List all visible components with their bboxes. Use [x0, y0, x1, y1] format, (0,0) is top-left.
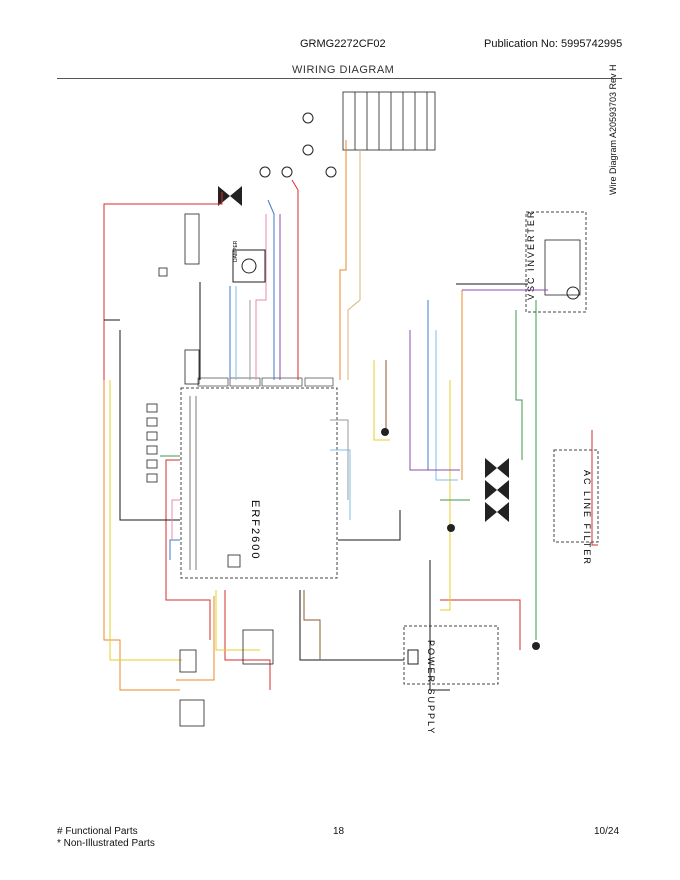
- ac-line-filter: AC LINE FILTER: [553, 449, 599, 566]
- power-supply-label: POWER SUPPLY: [426, 640, 436, 735]
- page-title: WIRING DIAGRAM: [292, 64, 395, 76]
- non-illustrated-note: * Non-Illustrated Parts: [57, 838, 155, 849]
- model-number: GRMG2272CF02: [300, 38, 386, 50]
- damper-label: DAMPER: [233, 240, 239, 262]
- wiring-diagram: ERF2600 VSC INVERTER AC LINE FILTER POWE…: [103, 91, 599, 735]
- ac-line-filter-label: AC LINE FILTER: [582, 470, 592, 566]
- valve-symbols: [218, 186, 509, 522]
- wires-orange: [103, 140, 463, 691]
- wires-tan: [347, 150, 361, 380]
- wires-lightblue: [235, 286, 458, 520]
- header-divider: [57, 78, 622, 79]
- wires-blue: [169, 199, 456, 560]
- vsc-inverter: VSC INVERTER: [525, 210, 587, 313]
- publication-number: Publication No: 5995742995: [484, 38, 623, 50]
- lower-harness: [179, 554, 274, 727]
- wires-purple: [279, 214, 548, 471]
- vsc-inverter-label: VSC INVERTER: [526, 210, 536, 300]
- door-switches: [146, 213, 200, 483]
- wires-brown: [303, 360, 387, 660]
- top-sensors: [259, 112, 337, 178]
- wires-yellow: [109, 360, 451, 661]
- wire-diagram-id: Wire Diagram A20593703 Rev H: [608, 64, 618, 195]
- damper: DAMPER: [232, 240, 266, 283]
- wires-pink: [171, 214, 267, 540]
- wires-red: [103, 179, 598, 690]
- ground-symbols: [381, 428, 540, 650]
- functional-parts-note: # Functional Parts: [57, 826, 138, 837]
- page-number: 18: [333, 826, 345, 837]
- power-supply: POWER SUPPLY: [403, 625, 499, 735]
- wires-green: [160, 300, 537, 640]
- connector-legend: [342, 91, 436, 151]
- page-count: 10/24: [594, 826, 620, 837]
- wires-black: [104, 282, 528, 691]
- main-board-label: ERF2600: [249, 500, 261, 560]
- board-top-connectors: [197, 377, 334, 387]
- main-control-board: ERF2600: [180, 387, 338, 579]
- wires-gray: [249, 300, 349, 500]
